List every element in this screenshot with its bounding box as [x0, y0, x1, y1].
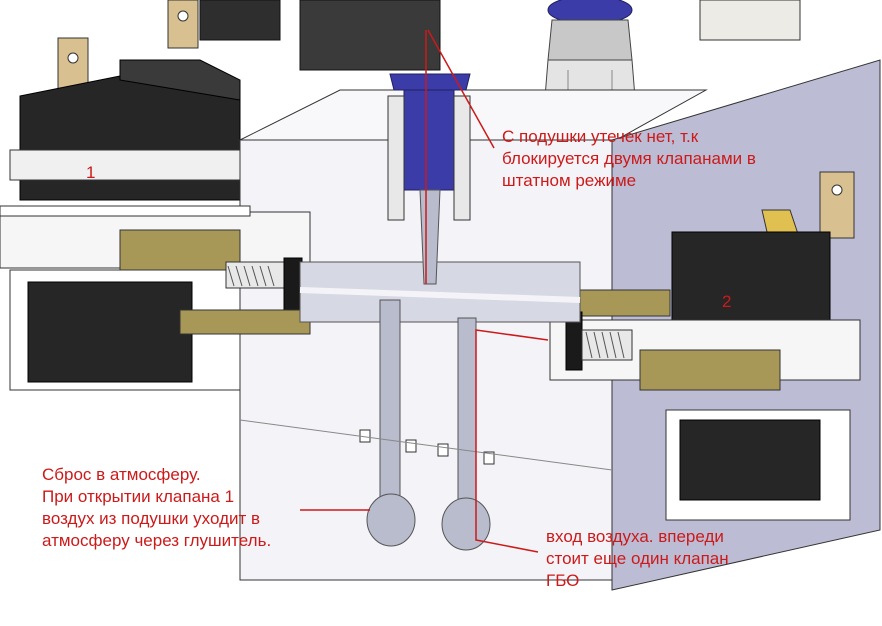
exhaust-channel: [379, 299, 401, 501]
intake-channel: [457, 317, 477, 501]
terminal-tab-top: [167, 0, 199, 49]
valve-1-label: 1: [86, 163, 96, 182]
exhaust-note: Сброс в атмосферу. При открытии клапана …: [42, 464, 271, 552]
coil-1-frame: [9, 149, 243, 181]
intake-pointer: [475, 329, 549, 553]
exhaust-note-line: При открытии клапана 1: [42, 487, 235, 506]
cushion-fitting-body: [403, 89, 455, 191]
valve-1-brass-sleeve: [119, 229, 241, 271]
intake-port: [441, 497, 491, 551]
exhaust-note-line: атмосферу через глушитель.: [42, 531, 272, 550]
terminal-tab-right: [819, 171, 855, 239]
exhaust-note-line: воздух из подушки уходит в: [42, 509, 261, 528]
coil-1-lower: [27, 281, 193, 383]
exhaust-note-line: Сброс в атмосферу.: [42, 465, 201, 484]
cushion-fitting-cap: [389, 73, 471, 91]
cushion-note: С подушки утечек нет, т.к блокируется дв…: [502, 126, 756, 192]
cushion-note-line: блокируется двумя клапанами в: [502, 149, 756, 168]
intake-note-line: вход воздуха. впереди: [546, 527, 724, 546]
rear-coil-left: [199, 0, 281, 41]
cushion-note-line: штатном режиме: [502, 171, 637, 190]
intake-note-line: стоит еще один клапан: [546, 549, 729, 568]
intake-note: вход воздуха. впереди стоит еще один кла…: [546, 526, 729, 592]
intake-note-line: ГБО: [546, 571, 580, 590]
exhaust-port: [366, 493, 416, 547]
valve-2-label: 2: [722, 292, 732, 311]
cushion-pointer: [427, 29, 495, 149]
rear-coil-housing: [299, 0, 441, 71]
cushion-channel: [419, 189, 441, 285]
valve-1-spring: [225, 261, 287, 289]
cushion-note-line: С подушки утечек нет, т.к: [502, 127, 699, 146]
coil-2-lower: [679, 419, 821, 501]
rear-block: [699, 0, 801, 41]
